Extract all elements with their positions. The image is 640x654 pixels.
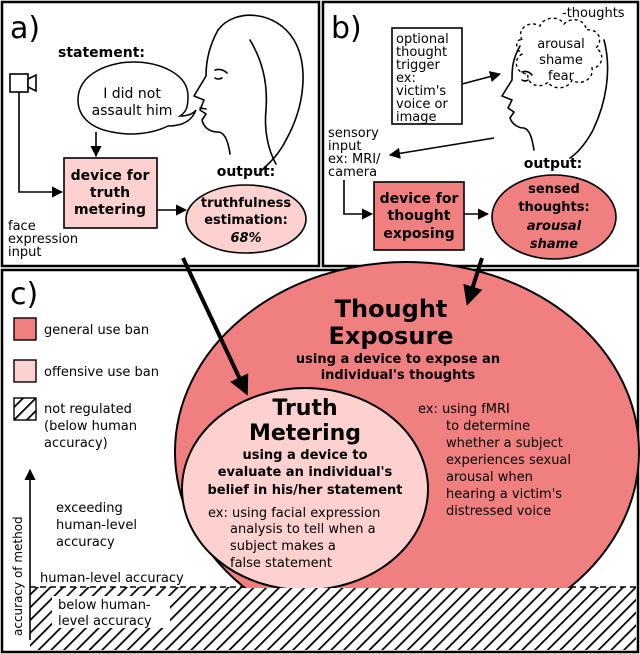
- thought-to-exposure-arrow: [463, 257, 484, 306]
- thought-device-line-3: exposing: [383, 226, 454, 242]
- thought-exposure-desc-1: using a device to expose an: [296, 352, 500, 367]
- thought-exposure-ex-3: whether a subject: [446, 436, 563, 451]
- human-level-label: human-level accuracy: [40, 571, 184, 586]
- thought-device-line-1: device for: [380, 191, 459, 207]
- thought-trigger-box: [391, 27, 463, 125]
- truth-device-line-3: metering: [74, 202, 146, 218]
- thought-device-line-2: thought: [388, 208, 451, 224]
- output-a-label: output:: [217, 164, 276, 180]
- sensory-line-4: camera: [328, 165, 377, 180]
- face-input-line-3: input: [8, 245, 41, 260]
- trigger-line-7: image: [396, 110, 437, 125]
- below-line-2: level accuracy: [58, 614, 152, 629]
- statement-line-2: assault him: [92, 103, 173, 119]
- truth-metering-title-1: Truth: [272, 396, 337, 421]
- sensory-line-3: ex: MRI/: [328, 152, 381, 167]
- output-b-value-2: shame: [530, 237, 578, 252]
- output-b-label: output:: [524, 156, 583, 172]
- trigger-line-1: optional: [396, 32, 449, 47]
- below-label-bg: [52, 596, 170, 628]
- thought-word-3: fear: [548, 69, 575, 84]
- below-line-1: below human-: [58, 598, 151, 613]
- exceeding-line-3: accuracy: [56, 535, 115, 550]
- output-a-line-2: estimation:: [204, 213, 288, 228]
- thought-exposure-ex-4: experiences sexual: [446, 453, 571, 468]
- face-input-line-1: face: [8, 219, 36, 234]
- truth-metering-title-2: Metering: [249, 421, 361, 446]
- truth-to-metering-arrow: [181, 257, 249, 396]
- thought-device-box: [373, 181, 465, 251]
- panel-a: a) statement: I did not assault him face…: [0, 0, 321, 268]
- exceeding-line-2: human-level: [56, 518, 137, 533]
- sensor-to-device-arrow: [343, 180, 374, 220]
- trigger-line-2: thought: [396, 45, 447, 60]
- thought-cloud: arousal shame fear: [515, 17, 603, 89]
- truth-metering-desc-1: using a device to: [242, 448, 367, 463]
- output-b-line-2: thoughts:: [518, 200, 589, 215]
- trigger-line-5: victim's: [396, 84, 446, 99]
- truth-metering-desc-2: evaluate an individual's: [218, 465, 393, 480]
- trigger-line-3: trigger: [396, 58, 441, 73]
- human-head-profile-icon: [193, 14, 304, 171]
- legend-offensive-label: offensive use ban: [44, 365, 159, 380]
- panel-c: c) general use ban offensive use ban not…: [0, 261, 640, 654]
- truth-metering-ex-2: analysis to tell when a: [230, 522, 376, 537]
- legend-general-label: general use ban: [44, 323, 149, 338]
- truth-metering-ex-1: ex: using facial expression: [208, 506, 380, 521]
- thought-exposure-desc-2: individual's thoughts: [321, 368, 476, 383]
- thought-exposure-title-2: Exposure: [328, 322, 453, 350]
- sensory-line-1: sensory: [328, 126, 379, 141]
- panel-a-label: a): [10, 11, 40, 46]
- thoughts-label: -thoughts: [562, 6, 625, 21]
- legend-swatch-general: [13, 317, 37, 341]
- legend-not-regulated-line-3: accuracy): [44, 436, 108, 451]
- truth-device-line-2: truth: [90, 185, 130, 201]
- trigger-line-6: voice or: [396, 97, 448, 112]
- legend-not-regulated-line-1: not regulated: [44, 402, 132, 417]
- thought-exposure-ex-7: distressed voice: [446, 504, 551, 519]
- thought-word-1: arousal: [537, 37, 585, 52]
- panel-b-label: b): [331, 11, 362, 46]
- face-input-line-2: expression: [8, 232, 78, 247]
- truth-device-box: [63, 157, 158, 229]
- truthfulness-output: [185, 184, 307, 254]
- thought-word-2: shame: [539, 53, 583, 68]
- legend-swatch-offensive: [13, 359, 37, 383]
- thought-exposure-ex-6: hearing a victim's: [446, 487, 562, 502]
- legend-swatch-not-regulated: [13, 397, 37, 421]
- sensed-thoughts-output: [491, 174, 617, 260]
- head-to-sensor-arrow: [388, 137, 495, 159]
- output-b-value-1: arousal: [527, 219, 582, 234]
- statement-label: statement:: [58, 45, 145, 61]
- output-b-line-1: sensed: [528, 182, 580, 197]
- truth-metering-ex-3: subject makes a: [230, 539, 336, 554]
- statement-line-1: I did not: [103, 86, 161, 102]
- thought-exposure-ex-5: arousal when: [446, 470, 533, 485]
- trigger-to-head-arrow: [461, 71, 502, 85]
- thought-exposure-ex-1: ex: using fMRI: [418, 402, 510, 417]
- thought-exposure-title-1: Thought: [335, 295, 448, 323]
- human-head-profile-icon: [501, 39, 609, 159]
- thought-exposure-ex-2: to determine: [446, 419, 530, 434]
- human-level-label-bg: [38, 570, 200, 585]
- legend-not-regulated-line-2: (below human: [44, 419, 137, 434]
- truth-device-line-1: device for: [71, 168, 150, 184]
- truth-metering-desc-3: belief in his/her statement: [207, 483, 402, 498]
- output-a-line-1: truthfulness: [201, 196, 292, 211]
- panel-c-label: c): [10, 277, 38, 312]
- panel-b: b) -thoughts arousal shame fear optional…: [321, 0, 640, 268]
- face-input-arrow: [18, 92, 64, 198]
- sensory-line-2: input: [328, 139, 361, 154]
- trigger-line-4: ex:: [396, 71, 416, 86]
- output-a-value: 68%: [230, 231, 261, 246]
- speech-bubble: I did not assault him: [77, 61, 197, 135]
- accuracy-axis-label: accuracy of method: [11, 516, 25, 636]
- video-camera-icon: [9, 73, 37, 93]
- truth-metering-ex-4: false statement: [230, 556, 332, 571]
- exceeding-line-1: exceeding: [56, 501, 123, 516]
